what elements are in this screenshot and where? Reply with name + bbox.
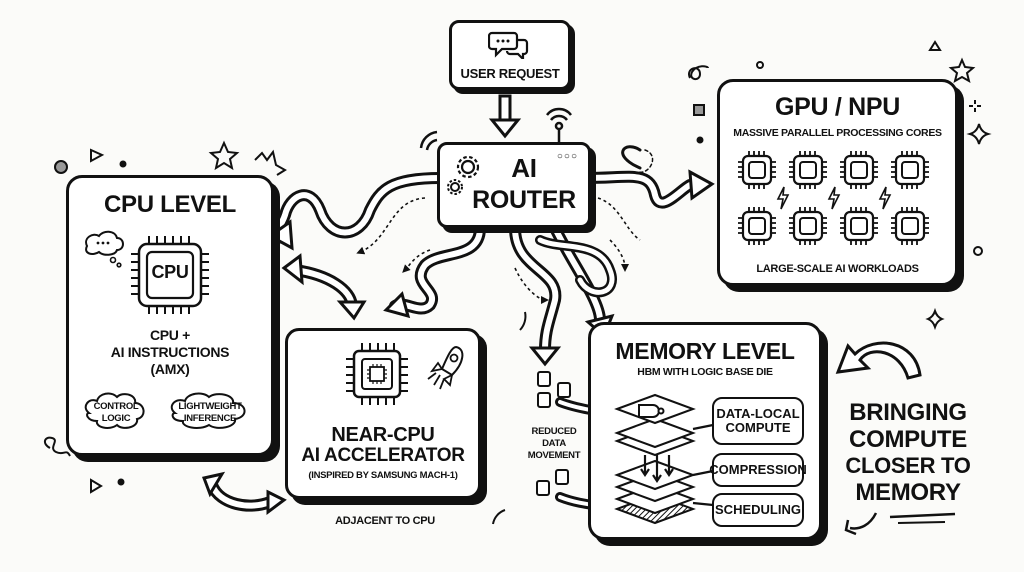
near-cpu-title-line2: AI ACCELERATOR: [301, 445, 465, 466]
memory-title: MEMORY LEVEL: [615, 338, 795, 364]
chat-bubbles-icon: [488, 31, 529, 59]
accelerator-chip-icon: [346, 343, 408, 405]
gpu-core-icon: [891, 207, 929, 245]
gpu-core-grid: [735, 148, 940, 252]
cpu-chip-label: CPU: [151, 262, 189, 282]
router-to-cpu-path: [267, 172, 446, 251]
tagline-line2: COMPUTE: [849, 426, 967, 453]
ai-router-box[interactable]: ○○○ AI ROUTER: [437, 142, 591, 228]
user-request-box[interactable]: USER REQUEST: [449, 20, 571, 90]
function-data-local-compute[interactable]: DATA-LOCAL COMPUTE: [712, 397, 804, 445]
router-to-near-cpu-path: [383, 222, 486, 319]
near-cpu-caption: ADJACENT TO CPU: [335, 515, 435, 527]
cloud-lightweight-inference: [170, 392, 246, 429]
cpu-desc-line1: CPU +: [149, 327, 191, 343]
function-scheduling[interactable]: SCHEDULING: [712, 493, 804, 527]
cloud-control-logic-line2: LOGIC: [101, 413, 131, 424]
gpu-core-icon: [789, 207, 827, 245]
gpu-npu-box[interactable]: GPU / NPU MASSIVE PARALLEL PROCESSING CO…: [717, 79, 958, 286]
cloud-control-logic: [84, 392, 145, 429]
gpu-core-icon: [789, 151, 827, 189]
antenna-icon: [546, 107, 572, 142]
tagline-line4: MEMORY: [855, 479, 961, 506]
reduced-data-movement-line3: MOVEMENT: [527, 450, 581, 461]
function-compression[interactable]: COMPRESSION: [709, 453, 807, 487]
cloud-lightweight-inference-line1: LIGHTWEIGHT: [178, 401, 242, 412]
memory-level-box[interactable]: MEMORY LEVEL HBM WITH LOGIC BASE DIE DAT…: [588, 322, 822, 540]
router-title-line1: AI: [511, 153, 537, 183]
gpu-core-icon: [840, 207, 878, 245]
tagline-line3: CLOSER TO: [845, 453, 971, 478]
gpu-footer: LARGE-SCALE AI WORKLOADS: [756, 263, 919, 275]
cpu-title: CPU LEVEL: [104, 191, 236, 218]
gpu-core-icon: [840, 151, 878, 189]
cloud-lightweight-inference-line2: INFERENCE: [183, 413, 237, 424]
gpu-title: GPU / NPU: [774, 93, 901, 121]
gpu-core-icon: [738, 151, 776, 189]
memory-subtitle: HBM WITH LOGIC BASE DIE: [637, 366, 773, 378]
cpu-desc-line2: AI INSTRUCTIONS: [110, 344, 230, 360]
cpu-desc-line3: (AMX): [150, 361, 190, 377]
dotted-flow-lines: [356, 197, 641, 304]
lightning-icon: [776, 186, 790, 210]
hbm-stack-icon: [614, 393, 714, 525]
cloud-control-logic-line1: CONTROL: [93, 401, 139, 412]
document-icons: [536, 371, 571, 496]
request-down-arrow: [488, 94, 522, 139]
near-cpu-accelerator-box[interactable]: NEAR-CPU AI ACCELERATOR (INSPIRED BY SAM…: [285, 328, 481, 499]
cpu-near-cpu-double-arrow: [281, 253, 367, 321]
lightning-icon: [827, 186, 841, 210]
gpu-subtitle: MASSIVE PARALLEL PROCESSING CORES: [733, 127, 942, 139]
router-to-gpu-path: [582, 145, 715, 209]
cpu-near-cpu-lower-double-arrow: [201, 471, 287, 515]
user-request-label: USER REQUEST: [460, 66, 560, 81]
reduced-data-movement-line1: REDUCED: [531, 426, 577, 437]
cpu-level-box[interactable]: CPU LEVEL CPU CPU + AI INSTRUCTIONS (AMX…: [66, 175, 274, 456]
tagline-curved-arrow: [835, 341, 956, 536]
cpu-chip-icon: [131, 236, 209, 314]
thought-bubble-icon: [85, 230, 124, 268]
lightning-icon: [878, 186, 892, 210]
near-cpu-subtitle: (INSPIRED BY SAMSUNG MACH-1): [308, 470, 458, 481]
reduced-data-movement-line2: DATA: [542, 438, 566, 449]
tagline-line1: BRINGING: [849, 399, 967, 426]
gpu-core-icon: [891, 151, 929, 189]
status-lights: ○○○: [556, 151, 578, 162]
signal-waves-icon: [419, 130, 438, 151]
near-cpu-title-line1: NEAR-CPU: [331, 424, 435, 446]
rocket-icon: [427, 345, 464, 390]
gpu-core-icon: [738, 207, 776, 245]
decorations: [44, 40, 992, 525]
router-title-line2: ROUTER: [472, 186, 576, 214]
gears-icon: [447, 155, 480, 195]
